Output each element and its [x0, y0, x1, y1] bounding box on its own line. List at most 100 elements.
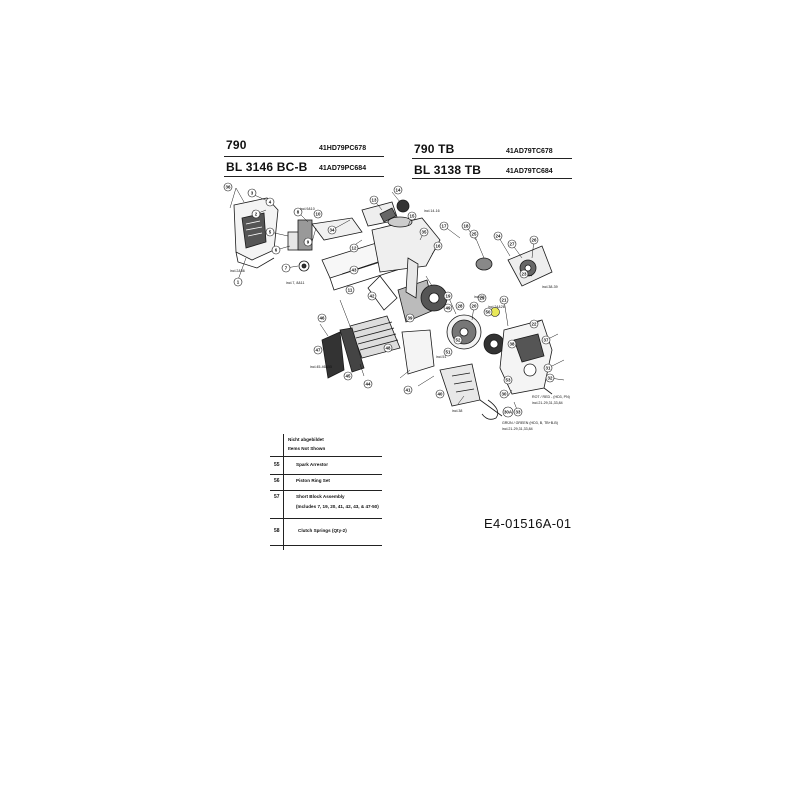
callout-circle: [383, 343, 393, 353]
part-callout[interactable]: 49: [443, 303, 453, 313]
callout-circle: [349, 243, 359, 253]
part-callout[interactable]: 3: [247, 188, 257, 198]
part-callout[interactable]: 20: [469, 301, 479, 311]
part-callout[interactable]: 10: [313, 209, 323, 219]
callout-circle: [443, 303, 453, 313]
part-callout[interactable]: 36: [223, 182, 233, 192]
part-callout[interactable]: 13: [369, 195, 379, 205]
part-callout[interactable]: 53: [503, 375, 513, 385]
part-callout[interactable]: 17: [439, 221, 449, 231]
part-callout[interactable]: 23: [519, 269, 529, 279]
part-callout[interactable]: 52: [453, 335, 463, 345]
part-callout[interactable]: 21: [499, 295, 509, 305]
part-callout[interactable]: 1: [233, 277, 243, 287]
callout-number: 41: [406, 388, 411, 393]
callout-circle: [233, 277, 243, 287]
part-callout[interactable]: 14: [393, 185, 403, 195]
part-callout[interactable]: 32: [545, 373, 555, 383]
table-rule: [270, 456, 382, 457]
callout-number: 25: [472, 232, 477, 237]
leader-lines: [229, 187, 565, 413]
callout-circle: [502, 406, 514, 418]
part-callout[interactable]: 50: [483, 307, 493, 317]
callout-circle: [433, 241, 443, 251]
part-callout[interactable]: 37: [541, 335, 551, 345]
callout-circle: [507, 239, 517, 249]
part-callout[interactable]: 40: [435, 389, 445, 399]
part-callout[interactable]: 19: [443, 291, 453, 301]
flywheel: [446, 314, 505, 355]
table-rule: [270, 490, 382, 491]
callout-circle: [419, 227, 429, 237]
callout-number: 40: [438, 392, 443, 397]
callout-circle: [313, 345, 323, 355]
callout-number: 35: [422, 230, 427, 235]
part-callout[interactable]: 28: [455, 301, 465, 311]
callout-circle: [499, 295, 509, 305]
part-callout[interactable]: 22: [529, 319, 539, 329]
callout-number: 6: [275, 248, 278, 253]
part-callout[interactable]: 39: [405, 313, 415, 323]
part-callout[interactable]: 12: [349, 243, 359, 253]
part-callout[interactable]: 15: [407, 211, 417, 221]
part-callout[interactable]: 4: [265, 197, 275, 207]
part-callout[interactable]: 47: [313, 345, 323, 355]
part-callout[interactable]: 16: [433, 241, 443, 251]
callout-number: 13: [372, 198, 377, 203]
part-callout[interactable]: 42: [367, 291, 377, 301]
part-note: incl.21-29,31,33,84: [532, 401, 563, 405]
table-rule: [270, 474, 382, 475]
callout-number: 21: [502, 298, 507, 303]
callout-number: 23: [522, 272, 527, 277]
part-callout[interactable]: 26: [529, 235, 539, 245]
callout-number: 38: [510, 342, 515, 347]
callout-number: 36: [226, 185, 231, 190]
callout-number: 22: [532, 322, 537, 327]
part-callout[interactable]: 41: [403, 385, 413, 395]
callout-circle: [453, 335, 463, 345]
callout-circle: [499, 389, 509, 399]
part-note: incl.7, 8&11: [286, 281, 305, 285]
part-note: incl.14-16: [424, 209, 440, 213]
callout-circle: [407, 211, 417, 221]
part-callout[interactable]: 45: [343, 371, 353, 381]
model-left-2: BL 3146 BC-B: [226, 160, 308, 174]
part-callout[interactable]: 24: [493, 231, 503, 241]
part-callout[interactable]: 46: [317, 313, 327, 323]
part-note: incl.24&26: [488, 305, 505, 309]
part-callout[interactable]: 30A: [502, 406, 514, 418]
part-callout[interactable]: 2: [251, 209, 261, 219]
code-right-1: 41AD79TC678: [506, 148, 553, 155]
part-callout[interactable]: 8: [293, 207, 303, 217]
callout-number: 37: [544, 338, 549, 343]
part-callout[interactable]: 25: [469, 229, 479, 239]
callout-circle: [541, 335, 551, 345]
callout-number: 29: [480, 296, 485, 301]
throttle-assembly: [439, 363, 503, 420]
part-callout[interactable]: 34: [327, 225, 337, 235]
part-callout[interactable]: 9: [303, 237, 313, 247]
part-callout[interactable]: 7: [281, 263, 291, 273]
part-callout[interactable]: 38: [507, 339, 517, 349]
part-callout[interactable]: 5: [265, 227, 275, 237]
part-callout[interactable]: 43: [349, 265, 359, 275]
part-callout[interactable]: 27: [507, 239, 517, 249]
table-row-num: 58: [274, 528, 280, 534]
model-left-1: 790: [226, 138, 247, 152]
part-note: incl.29: [474, 295, 484, 299]
callout-circle: [369, 195, 379, 205]
part-callout[interactable]: 44: [363, 379, 373, 389]
part-callout[interactable]: 11: [345, 285, 355, 295]
part-callout[interactable]: 33: [513, 407, 523, 417]
part-callout[interactable]: 48: [383, 343, 393, 353]
part-callout[interactable]: 18: [461, 221, 471, 231]
part-callout[interactable]: 29: [477, 293, 487, 303]
part-callout[interactable]: 35: [419, 227, 429, 237]
callout-number: 20: [472, 304, 477, 309]
table-rule: [270, 545, 382, 546]
part-callout[interactable]: 51: [443, 347, 453, 357]
part-callout[interactable]: 6: [271, 245, 281, 255]
callout-circle: [469, 229, 479, 239]
part-callout[interactable]: 30: [499, 389, 509, 399]
part-callout[interactable]: 31: [543, 363, 553, 373]
